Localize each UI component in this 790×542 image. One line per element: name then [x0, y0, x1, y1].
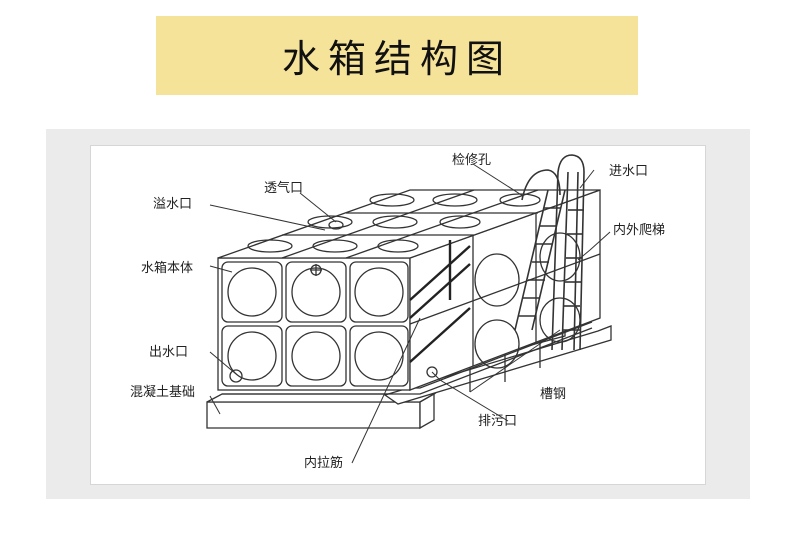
tank-top-face	[217, 189, 601, 259]
label-overflow: 溢水口	[153, 197, 192, 212]
label-channel-steel: 槽钢	[540, 387, 566, 402]
label-inlet: 进水口	[609, 164, 648, 179]
label-tie-rod: 内拉筋	[304, 455, 343, 471]
label-manhole: 检修孔	[452, 153, 491, 168]
tank-front-face	[217, 257, 411, 391]
label-vent: 透气口	[264, 180, 303, 196]
leader-lines	[209, 163, 611, 464]
label-ladder: 内外爬梯	[613, 222, 665, 238]
label-outlet: 出水口	[149, 345, 188, 360]
internal-tie-rods	[409, 240, 471, 363]
ladder	[514, 154, 585, 351]
front-panels	[221, 261, 409, 387]
title-banner: 水箱结构图	[156, 16, 638, 95]
fittings	[229, 220, 438, 383]
label-drain: 排污口	[478, 414, 517, 429]
page-title: 水箱结构图	[281, 37, 512, 81]
label-foundation: 混凝土基础	[130, 384, 195, 400]
label-tank-body: 水箱本体	[141, 260, 193, 276]
